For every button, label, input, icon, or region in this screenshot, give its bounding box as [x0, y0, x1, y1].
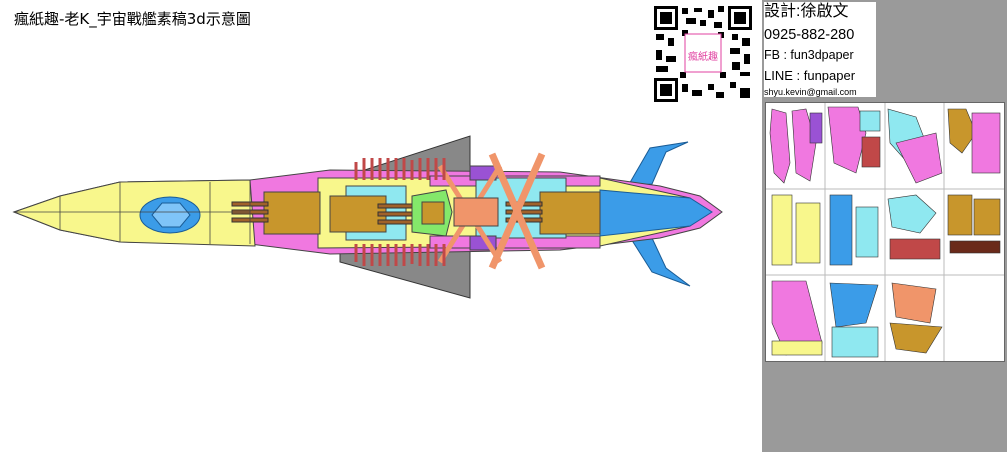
facebook-id: FB : fun3dpaper: [764, 47, 854, 62]
battleship-3d-preview: [12, 135, 723, 299]
contact-info: 設計:徐啟文 0925-882-280 FB : fun3dpaper LINE…: [764, 2, 876, 97]
preview-canvas: 瘋紙趣-老K_宇宙戰艦素稿3d示意圖: [12, 4, 754, 299]
parts-sheet-thumbnail[interactable]: [765, 102, 1005, 362]
parts-sheet-graphic: [766, 103, 1004, 361]
page-title: 瘋紙趣-老K_宇宙戰艦素稿3d示意圖: [14, 10, 251, 28]
line-id: LINE : funpaper: [764, 68, 856, 83]
qr-code[interactable]: 瘋紙趣: [652, 4, 754, 104]
email-address[interactable]: shyu.kevin@gmail.com: [764, 87, 857, 97]
phone-number: 0925-882-280: [764, 27, 855, 43]
designer-label: 設計:徐啟文: [764, 3, 849, 20]
qr-logo-caption: 瘋紙趣: [688, 50, 718, 63]
